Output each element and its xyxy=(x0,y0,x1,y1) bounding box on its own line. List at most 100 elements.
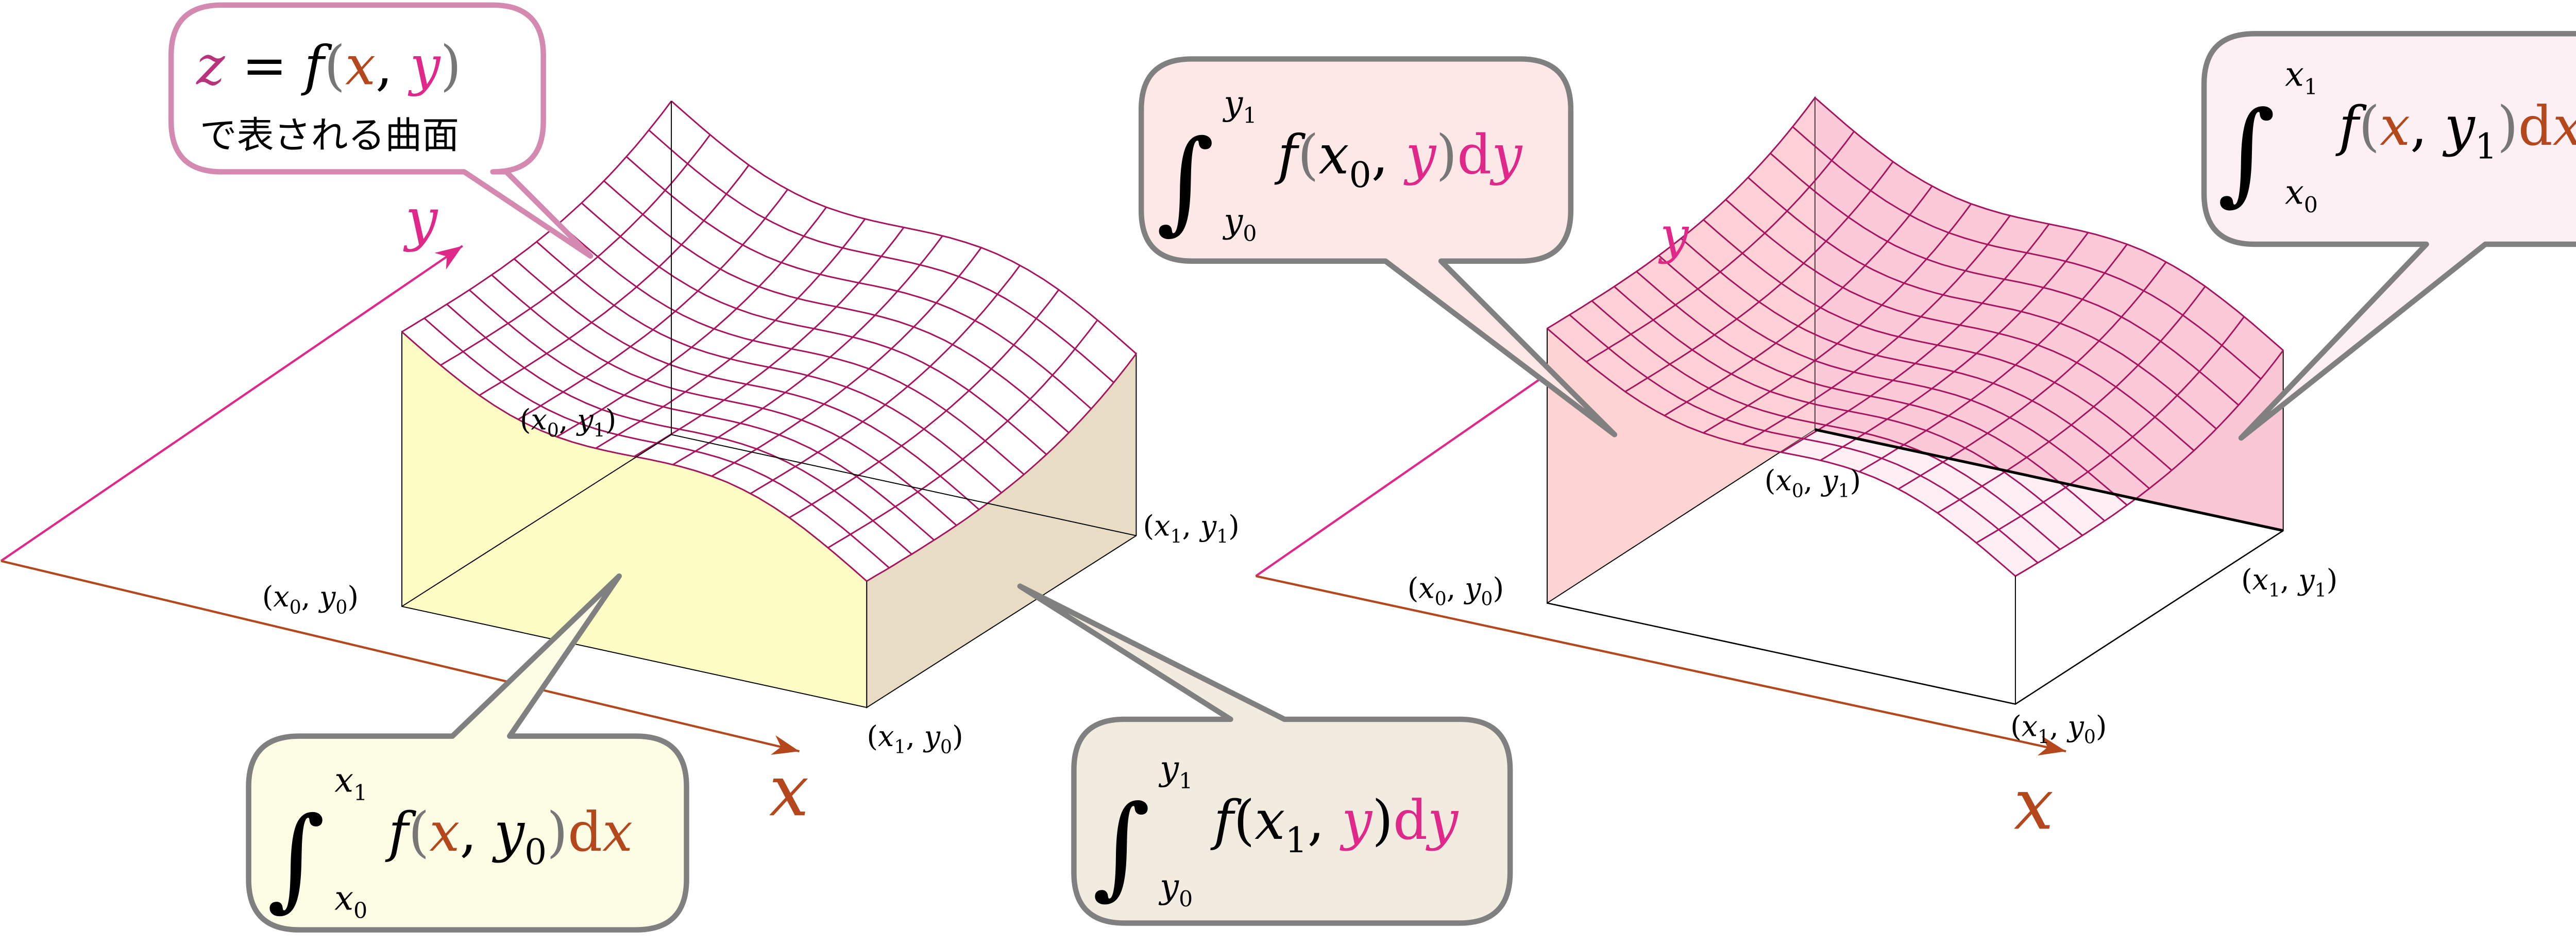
math-segment: ( xyxy=(867,720,878,753)
left-face-integral-sign: ∫ xyxy=(1157,116,1214,245)
front-integral-sign: ∫ xyxy=(267,793,325,922)
math-segment: x xyxy=(2022,710,2038,744)
math-segment: ( xyxy=(1298,124,1319,187)
math-segment: , xyxy=(2410,95,2445,158)
math-segment: ) xyxy=(2497,95,2518,158)
math-segment: 0 xyxy=(1481,587,1493,610)
math-segment: 1 xyxy=(1838,480,1850,502)
math-segment: ( xyxy=(324,34,345,97)
math-segment: 1 xyxy=(594,419,605,442)
math-segment: 1 xyxy=(1171,525,1182,547)
math-segment: d xyxy=(568,801,602,864)
math-segment: 0 xyxy=(2304,193,2318,218)
back-face-integral-sign: ∫ xyxy=(2217,87,2275,216)
math-segment: y xyxy=(575,403,594,437)
math-segment: , xyxy=(301,580,319,614)
math-segment: ( xyxy=(2359,95,2380,158)
math-segment: , xyxy=(460,801,494,864)
back-face-integral-callout-bubble xyxy=(2201,31,2576,441)
math-segment: 0 xyxy=(940,736,952,758)
surface-caption: で表される曲面 xyxy=(200,114,459,157)
right-integral-callout-bubble xyxy=(1017,583,1513,926)
math-segment: 0 xyxy=(2084,726,2096,748)
math-segment: 1 xyxy=(2268,579,2280,601)
math-segment: ( xyxy=(520,403,531,437)
surface-grid-line xyxy=(1792,126,2262,380)
math-segment: y xyxy=(923,720,941,753)
right-upper-limit: y1 xyxy=(1158,749,1193,794)
surface-grid-line xyxy=(625,156,1092,410)
math-segment: ( xyxy=(2241,563,2252,597)
base-edge-x0 xyxy=(401,434,672,607)
math-segment: y xyxy=(1463,572,1481,605)
surface-grid-line xyxy=(1976,316,2245,544)
front-lower-limit: x0 xyxy=(334,879,367,923)
left-face-lower-limit: y0 xyxy=(1222,201,1257,246)
math-segment: ( xyxy=(2010,710,2022,744)
math-segment: y xyxy=(1222,201,1243,241)
math-segment: 1 xyxy=(1243,104,1257,129)
point-label-x0-y1: (x0, y1) xyxy=(1765,464,1861,502)
back-face-integrand: f(x, y1)dx xyxy=(2335,95,2576,167)
math-segment: y xyxy=(2443,95,2476,158)
math-segment: , xyxy=(2280,563,2298,597)
math-segment: x xyxy=(1255,789,1285,852)
base-edges-front xyxy=(1547,530,2284,705)
math-segment: ( xyxy=(1143,510,1154,543)
math-segment: 1 xyxy=(2315,579,2327,601)
surface-callout-bubble xyxy=(168,2,594,259)
right-integrand: f(x1, y)dy xyxy=(1210,789,1459,861)
surface-grid-line xyxy=(827,319,1098,549)
math-segment: x xyxy=(273,580,289,614)
point-label-x1-y0: (x1, y0) xyxy=(2010,710,2107,748)
math-segment: , xyxy=(1182,510,1200,543)
math-segment: , xyxy=(1804,464,1822,497)
math-segment: 1 xyxy=(1285,820,1307,861)
math-segment: d xyxy=(1393,789,1428,852)
math-segment: ) xyxy=(1850,464,1861,497)
point-label-x0-y0: (x0, y0) xyxy=(262,580,359,618)
y-axis xyxy=(0,245,463,562)
point-label-x0-y0: (x0, y0) xyxy=(1408,572,1504,610)
y-axis-label: y xyxy=(1658,206,1689,265)
x-axis-arrowhead-icon xyxy=(2037,735,2066,756)
math-segment: d xyxy=(2518,95,2553,158)
math-segment: 0 xyxy=(335,596,347,618)
x-axis xyxy=(1256,575,2066,753)
math-segment: , xyxy=(1447,572,1465,605)
surface-grid-line xyxy=(671,100,1137,355)
math-segment: y xyxy=(318,580,336,614)
math-segment: 0 xyxy=(1179,887,1193,912)
math-segment: ( xyxy=(262,580,274,614)
math-segment: 1 xyxy=(2475,126,2497,167)
math-segment: y xyxy=(2066,710,2084,744)
math-segment: 0 xyxy=(353,899,367,924)
math-segment: y xyxy=(1340,789,1373,852)
math-segment: ( xyxy=(1233,789,1255,852)
math-segment: ( xyxy=(409,801,430,864)
x-axis-label: x xyxy=(769,750,809,832)
surface-fill xyxy=(1547,97,2283,577)
surface-equation: z = f(x, y) xyxy=(195,34,461,97)
left-face-integrand: f(x0, y)dy xyxy=(1274,124,1523,196)
math-segment: x xyxy=(1775,464,1791,497)
surface-fill xyxy=(402,101,1137,581)
left-face-upper-limit: y1 xyxy=(1222,83,1257,128)
left-face-integral-callout-bubble xyxy=(1138,56,1618,437)
math-segment: x xyxy=(1319,124,1349,187)
math-segment: y xyxy=(408,34,442,97)
math-segment: 0 xyxy=(524,832,547,873)
math-segment: y xyxy=(1222,83,1243,123)
math-segment: , xyxy=(906,720,924,753)
math-segment: x xyxy=(2252,563,2268,597)
math-segment: 1 xyxy=(1216,525,1228,547)
math-segment: x xyxy=(334,761,353,800)
math-segment: ) xyxy=(2327,563,2338,597)
point-label-x0-y1: (x0, y1) xyxy=(520,403,616,442)
surface-grid-line xyxy=(648,129,1114,383)
math-segment: x xyxy=(429,801,460,864)
math-segment: x xyxy=(334,879,353,918)
math-segment: x xyxy=(602,801,633,864)
point-label-x1-y0: (x1, y0) xyxy=(867,720,963,758)
math-segment: 0 xyxy=(547,419,559,442)
